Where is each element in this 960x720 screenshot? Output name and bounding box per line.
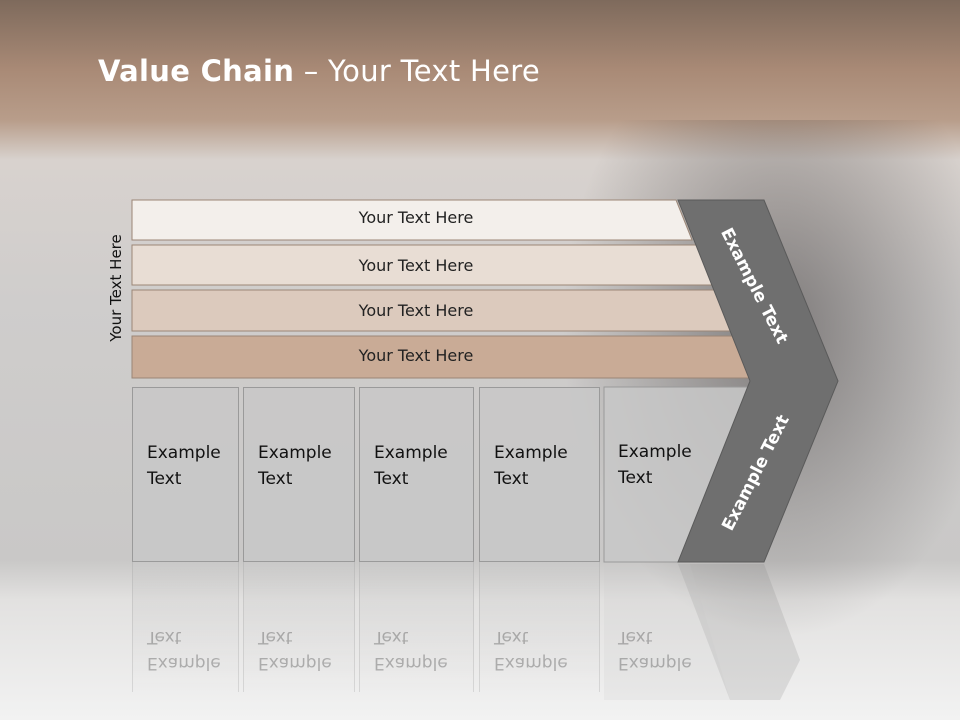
band-4-label: Your Text Here bbox=[358, 346, 474, 365]
band-2-label: Your Text Here bbox=[358, 256, 474, 275]
band-3-label: Your Text Here bbox=[358, 301, 474, 320]
box-5-reflection bbox=[604, 564, 730, 700]
band-1 bbox=[131, 199, 693, 241]
band-1-label: Your Text Here bbox=[358, 208, 474, 227]
chevron-reflection bbox=[678, 564, 800, 700]
title-rest: – Your Text Here bbox=[294, 54, 540, 88]
title-bold: Value Chain bbox=[98, 54, 295, 88]
chevron-shape bbox=[677, 199, 839, 563]
page-title: Value Chain – Your Text Here bbox=[98, 54, 540, 88]
